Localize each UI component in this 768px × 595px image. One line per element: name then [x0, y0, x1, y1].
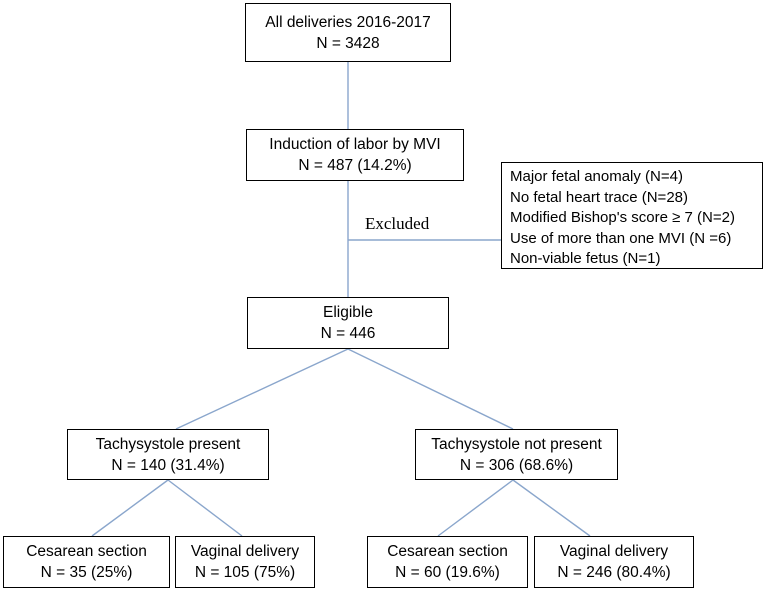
node-induction-count: N = 487 (14.2%) — [298, 157, 412, 174]
connector-eligible-to-tachy-present — [175, 348, 349, 430]
connector-tachy-present-to-cs — [91, 479, 169, 537]
node-vaginal-not-present-title: Vaginal delivery — [559, 543, 669, 560]
node-cesarean-not-present-count: N = 60 (19.6%) — [395, 564, 500, 581]
node-cesarean-present: Cesarean section N = 35 (25%) — [3, 536, 170, 588]
node-all-deliveries-title: All deliveries 2016-2017 — [265, 13, 431, 31]
exclusion-item: Use of more than one MVI (N =6) — [510, 229, 732, 247]
node-tachysystole-not-present-title: Tachysystole not present — [431, 435, 602, 453]
node-all-deliveries: All deliveries 2016-2017 N = 3428 — [245, 3, 451, 62]
connector-tachy-not-present-to-vd — [512, 479, 591, 537]
node-tachysystole-present-count: N = 140 (31.4%) — [111, 456, 225, 474]
node-tachysystole-present-title: Tachysystole present — [95, 435, 241, 453]
node-eligible-count: N = 446 — [320, 325, 376, 342]
node-cesarean-not-present: Cesarean section N = 60 (19.6%) — [367, 536, 528, 588]
node-vaginal-not-present: Vaginal delivery N = 246 (80.4%) — [534, 536, 694, 588]
exclusion-item: Modified Bishop's score ≥ 7 (N=2) — [510, 209, 735, 226]
node-vaginal-present-title: Vaginal delivery — [190, 543, 300, 560]
exclusion-item: No fetal heart trace (N=28) — [510, 188, 689, 206]
node-tachysystole-present: Tachysystole present N = 140 (31.4%) — [67, 429, 269, 480]
node-vaginal-not-present-count: N = 246 (80.4%) — [557, 564, 671, 581]
exclusion-box: Major fetal anomaly (N=4) No fetal heart… — [501, 162, 763, 269]
node-tachysystole-not-present: Tachysystole not present N = 306 (68.6%) — [415, 429, 618, 480]
node-cesarean-not-present-title: Cesarean section — [387, 543, 508, 560]
connector-tachy-not-present-to-cs — [437, 479, 514, 537]
node-vaginal-present: Vaginal delivery N = 105 (75%) — [175, 536, 315, 588]
node-eligible-title: Eligible — [323, 304, 373, 321]
node-induction-title: Induction of labor by MVI — [269, 136, 441, 153]
node-tachysystole-not-present-count: N = 306 (68.6%) — [459, 456, 574, 474]
connector-tachy-present-to-vd — [167, 479, 243, 537]
exclusion-item: Major fetal anomaly (N=4) — [510, 168, 683, 185]
excluded-label: Excluded — [365, 214, 430, 233]
node-cesarean-present-count: N = 35 (25%) — [40, 564, 133, 581]
node-cesarean-present-title: Cesarean section — [26, 543, 147, 560]
node-eligible: Eligible N = 446 — [247, 297, 449, 349]
exclusion-item: Non-viable fetus (N=1) — [510, 250, 661, 267]
node-all-deliveries-count: N = 3428 — [316, 34, 380, 52]
connector-eligible-to-tachy-not-present — [347, 348, 514, 430]
node-induction: Induction of labor by MVI N = 487 (14.2%… — [246, 129, 464, 181]
node-vaginal-present-count: N = 105 (75%) — [194, 564, 296, 581]
